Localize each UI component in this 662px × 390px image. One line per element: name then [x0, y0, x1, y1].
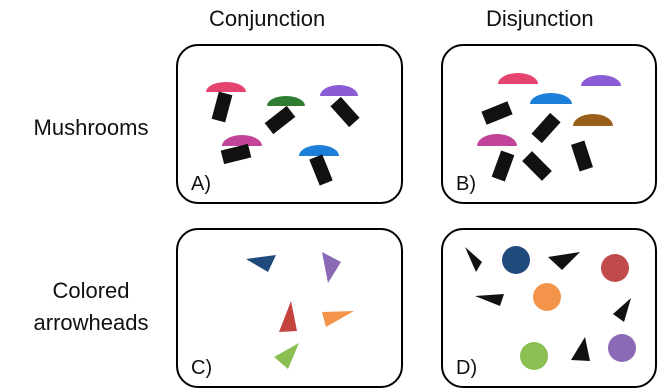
panel-b-disjunction-mushrooms: B): [441, 44, 657, 204]
row-label-colored-arrowheads: Colored arrowheads: [33, 278, 149, 335]
panel-c-conjunction-arrowheads: C): [176, 228, 403, 388]
panel-label-c: C): [191, 357, 213, 379]
column-header-disjunction: Disjunction: [486, 6, 594, 31]
panel-label-b: B): [456, 173, 476, 195]
panel-label-a: A): [191, 173, 211, 195]
column-header-conjunction: Conjunction: [209, 6, 326, 31]
panel-a-conjunction-mushrooms: A): [176, 44, 403, 204]
row-label-mushrooms: Mushrooms: [33, 115, 149, 140]
panel-d-disjunction-arrowheads: D): [441, 228, 657, 388]
panel-label-d: D): [456, 357, 478, 379]
